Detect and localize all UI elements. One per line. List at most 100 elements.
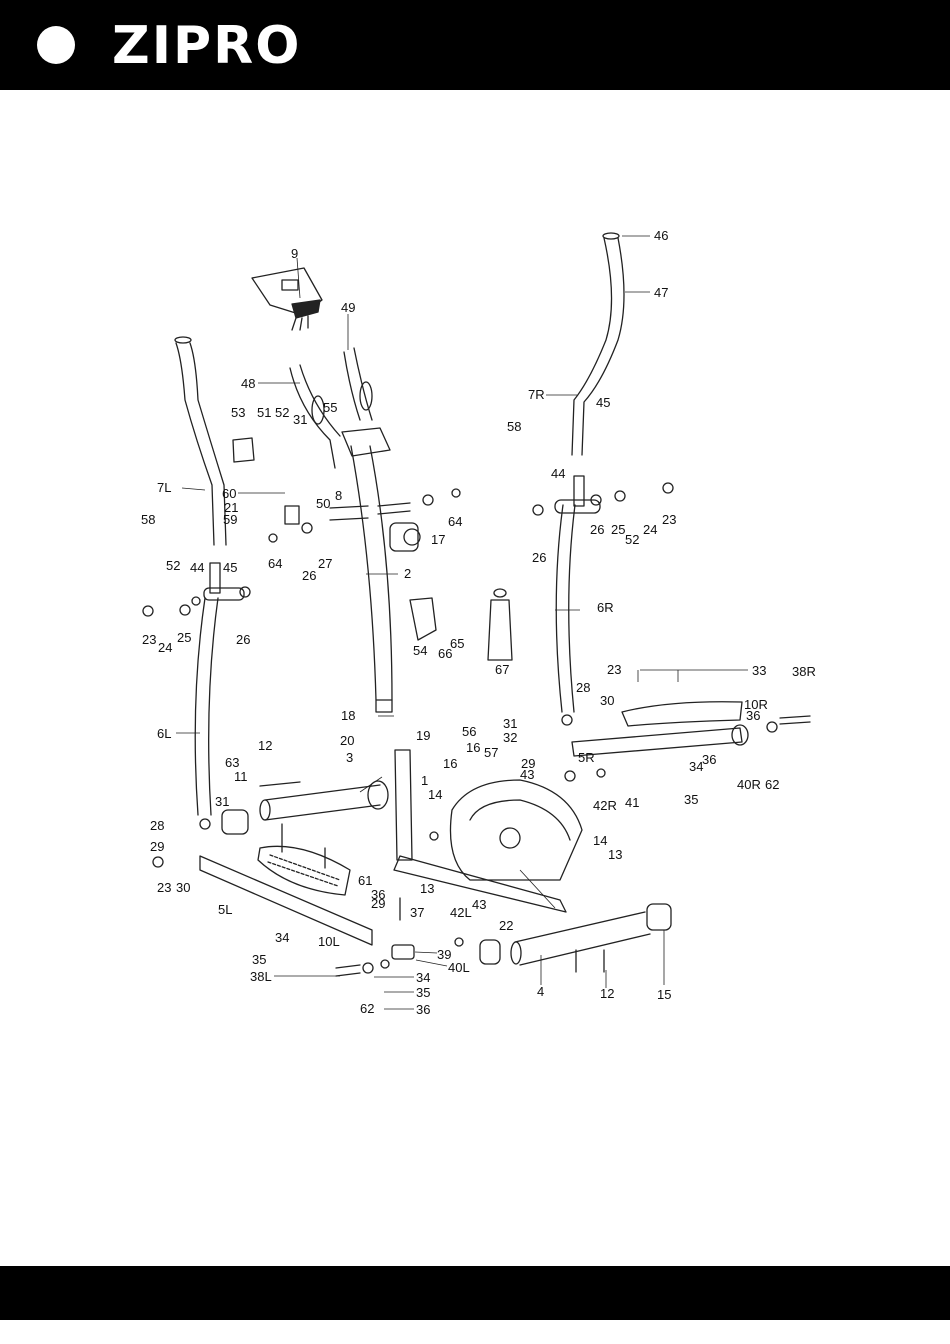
callout-label: 16 <box>466 740 480 755</box>
callout-label: 40R <box>737 777 761 792</box>
callout-label: 9 <box>291 246 298 261</box>
callout-label: 47 <box>654 285 668 300</box>
callout-label: 39 <box>437 947 451 962</box>
callout-label: 6L <box>157 726 171 741</box>
callout-label: 49 <box>341 300 355 315</box>
callout-label: 58 <box>507 419 521 434</box>
callout-label: 57 <box>484 745 498 760</box>
callout-label: 26 <box>532 550 546 565</box>
callout-label: 32 <box>503 730 517 745</box>
callout-label: 15 <box>657 987 671 1002</box>
callout-label: 26 <box>302 568 316 583</box>
callout-label: 63 <box>225 755 239 770</box>
callout-label: 22 <box>499 918 513 933</box>
callout-label: 14 <box>428 787 442 802</box>
callout-label: 56 <box>462 724 476 739</box>
callout-label: 21 <box>224 500 238 515</box>
callout-label: 41 <box>625 795 639 810</box>
callout-label: 13 <box>420 881 434 896</box>
callout-label: 10L <box>318 934 340 949</box>
callout-label: 51 <box>257 405 271 420</box>
callout-label: 23 <box>607 662 621 677</box>
callout-label: 62 <box>360 1001 374 1016</box>
callout-label: 43 <box>520 767 534 782</box>
callout-label: 29 <box>521 756 535 771</box>
callout-label: 33 <box>752 663 766 678</box>
callout-label: 13 <box>608 847 622 862</box>
callout-label: 61 <box>358 873 372 888</box>
callout-label: 1 <box>421 773 428 788</box>
callout-label: 10R <box>744 697 768 712</box>
callout-label: 55 <box>323 400 337 415</box>
callout-label: 40L <box>448 960 470 975</box>
callout-label: 53 <box>231 405 245 420</box>
callout-label: 35 <box>416 985 430 1000</box>
callout-label: 35 <box>252 952 266 967</box>
callout-label: 36 <box>416 1002 430 1017</box>
callout-label: 12 <box>600 986 614 1001</box>
callout-label: 44 <box>551 466 565 481</box>
callout-label: 2 <box>404 566 411 581</box>
callout-label: 4 <box>537 984 544 999</box>
callout-label: 3 <box>346 750 353 765</box>
callout-label: 29 <box>371 896 385 911</box>
callout-label: 29 <box>150 839 164 854</box>
callout-label: 14 <box>593 833 607 848</box>
callout-label: 38L <box>250 969 272 984</box>
callout-label: 44 <box>190 560 204 575</box>
header-bar: ZIPRO <box>0 0 950 90</box>
callout-label: 31 <box>293 412 307 427</box>
callout-label: 19 <box>416 728 430 743</box>
callout-label: 34 <box>275 930 289 945</box>
callout-label: 17 <box>431 532 445 547</box>
callout-label: 67 <box>495 662 509 677</box>
callout-label: 42R <box>593 798 617 813</box>
callout-label: 16 <box>443 756 457 771</box>
callout-label: 46 <box>654 228 668 243</box>
callout-label: 31 <box>215 794 229 809</box>
callout-label: 64 <box>448 514 462 529</box>
callout-label: 28 <box>576 680 590 695</box>
callout-label: 54 <box>413 643 427 658</box>
brand-logo: ZIPRO <box>112 16 302 76</box>
callout-label: 27 <box>318 556 332 571</box>
callout-label: 45 <box>596 395 610 410</box>
logo-dot-icon <box>37 26 75 64</box>
callout-label: 34 <box>689 759 703 774</box>
callout-label: 45 <box>223 560 237 575</box>
callout-label: 7R <box>528 387 545 402</box>
callout-label: 60 <box>222 486 236 501</box>
callout-label: 7L <box>157 480 171 495</box>
callout-leaders <box>176 235 748 1010</box>
callout-label: 36 <box>371 887 385 902</box>
callout-label: 38R <box>792 664 816 679</box>
callout-label: 12 <box>258 738 272 753</box>
callout-label: 66 <box>438 646 452 661</box>
callout-label: 35 <box>684 792 698 807</box>
callout-label: 5L <box>218 902 232 917</box>
callout-label: 43 <box>472 897 486 912</box>
callout-label: 30 <box>600 693 614 708</box>
callout-label: 64 <box>268 556 282 571</box>
footer-strip <box>0 1320 950 1344</box>
callout-label: 8 <box>335 488 342 503</box>
diagram-parts <box>142 232 811 977</box>
callout-label: 23 <box>662 512 676 527</box>
callout-label: 18 <box>341 708 355 723</box>
callout-label: 65 <box>450 636 464 651</box>
callout-label: 28 <box>150 818 164 833</box>
callout-label: 6R <box>597 600 614 615</box>
callout-label: 48 <box>241 376 255 391</box>
callout-label: 25 <box>177 630 191 645</box>
callout-label: 52 <box>625 532 639 547</box>
callout-label: 62 <box>765 777 779 792</box>
callout-labels: 9 49 48 46 47 7R 45 58 44 53 51 52 31 55… <box>141 228 816 1017</box>
callout-label: 42L <box>450 905 472 920</box>
callout-label: 30 <box>176 880 190 895</box>
callout-label: 24 <box>643 522 657 537</box>
callout-label: 34 <box>416 970 430 985</box>
callout-label: 36 <box>746 708 760 723</box>
callout-label: 11 <box>234 769 248 784</box>
callout-label: 5R <box>578 750 595 765</box>
